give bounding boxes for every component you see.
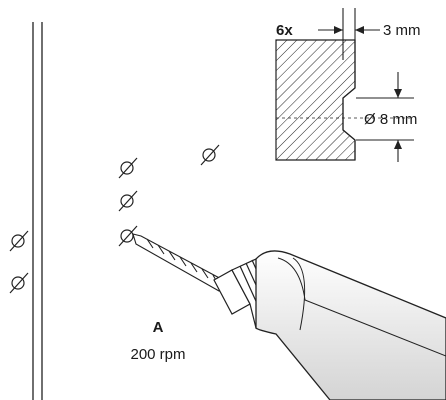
drill bbox=[132, 233, 446, 400]
drill-body bbox=[255, 250, 446, 400]
hole-marker bbox=[200, 144, 220, 166]
drill-speed-label: 200 rpm bbox=[130, 346, 185, 363]
quantity-label: 6x bbox=[276, 22, 293, 39]
hole-cross-section bbox=[275, 39, 410, 161]
hole-marker bbox=[9, 272, 29, 294]
diameter-label: Ø 8 mm bbox=[364, 111, 417, 128]
depth-label: 3 mm bbox=[383, 22, 421, 39]
hole-marker bbox=[118, 225, 138, 247]
hole-marker bbox=[9, 230, 29, 252]
drill-label: A bbox=[153, 319, 164, 336]
wall-edge bbox=[32, 22, 43, 400]
hole-marker bbox=[118, 190, 138, 212]
hole-markers bbox=[9, 144, 220, 294]
diameter-dimension bbox=[356, 72, 414, 162]
hole-marker bbox=[118, 157, 138, 179]
depth-dimension bbox=[318, 8, 380, 60]
drill-bit bbox=[132, 233, 226, 292]
